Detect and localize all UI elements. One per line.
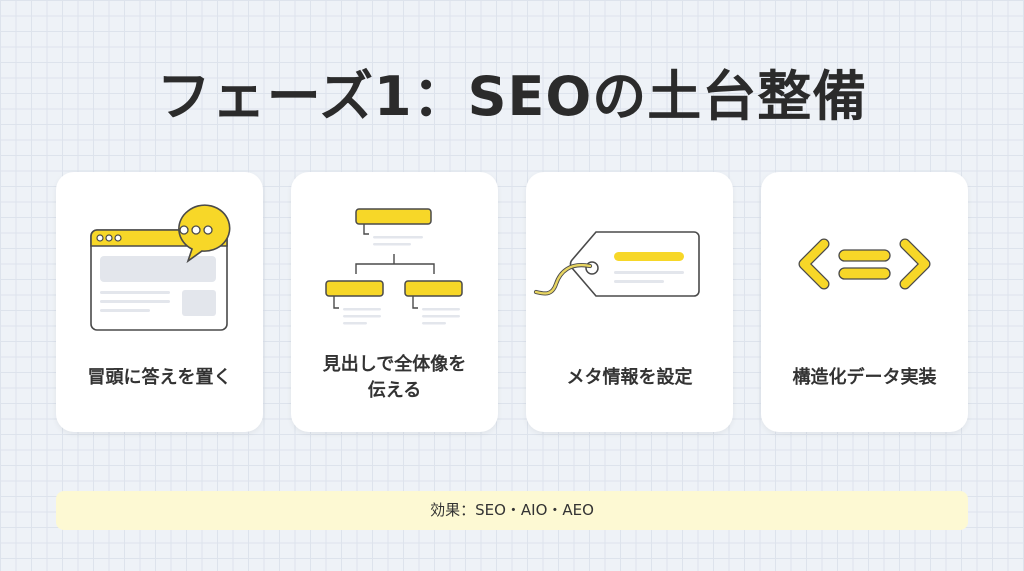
page-title: フェーズ1：SEOの土台整備 (156, 65, 868, 128)
card-headings: 見出しで全体像を 伝える (291, 172, 498, 432)
card-label: 冒頭に答えを置く (87, 367, 232, 388)
card-label: 構造化データ実装 (792, 367, 937, 388)
card-label-line1: 見出しで全体像を (322, 354, 467, 375)
code-brackets-icon (761, 192, 968, 342)
card-answer-first: 冒頭に答えを置く (56, 172, 263, 432)
heading-hierarchy-icon (291, 192, 498, 342)
card-label-line2: 伝える (367, 380, 422, 401)
browser-speech-bubble-icon (56, 192, 263, 342)
card-label: メタ情報を設定 (566, 367, 693, 388)
card-structured-data: 構造化データ実装 (761, 172, 968, 432)
effect-banner: 効果：SEO・AIO・AEO (56, 491, 968, 530)
tag-icon (526, 192, 733, 342)
card-meta: メタ情報を設定 (526, 172, 733, 432)
